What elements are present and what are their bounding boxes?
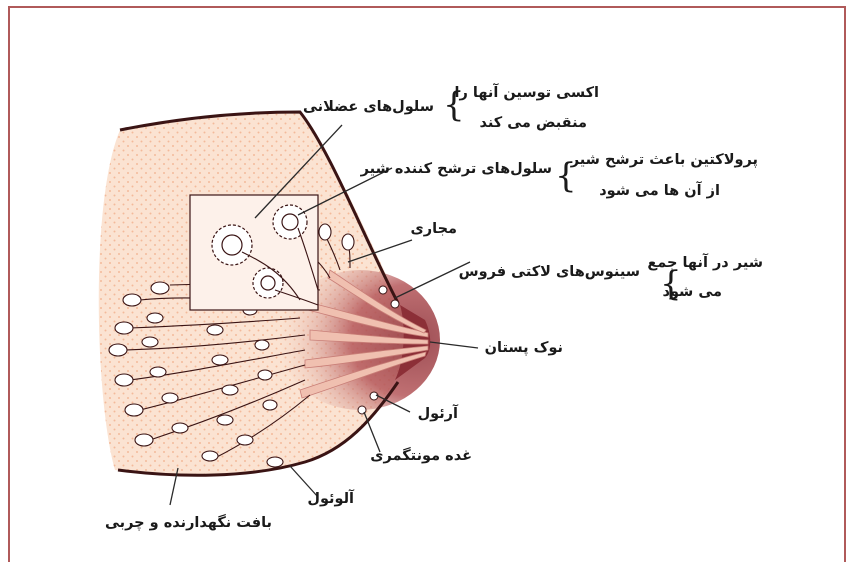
label-oxytocin-line2: منقبض می کند xyxy=(479,115,587,131)
label-oxytocin-line1: اکسی توسین آنها را xyxy=(455,83,599,101)
label-milk-collects-line2: می شود xyxy=(663,284,723,300)
label-secretory-cells: سلول‌های ترشح کننده شیر xyxy=(360,161,552,177)
label-nipple: نوک پستان xyxy=(485,340,563,356)
label-prolactin-line2: از آن ها می شود xyxy=(599,181,720,199)
label-sinuses: سینوس‌های لاکتی فروس xyxy=(459,264,640,280)
label-muscle-cells: سلول‌های عضلانی xyxy=(303,99,434,115)
label-areola: آرئول xyxy=(418,404,459,422)
label-prolactin-line1: پرولاکتین باعث ترشح شیر xyxy=(570,152,758,168)
magnified-box xyxy=(190,195,318,310)
label-ducts: مجاری xyxy=(410,221,457,237)
label-montgomery: غده مونتگمری xyxy=(370,446,472,464)
label-milk-collects-line1: شیر در آنها جمع xyxy=(647,253,763,271)
label-connective-tissue: بافت نگهدارنده و چربی xyxy=(105,513,272,531)
label-alveoli: آلوئول xyxy=(307,489,355,507)
